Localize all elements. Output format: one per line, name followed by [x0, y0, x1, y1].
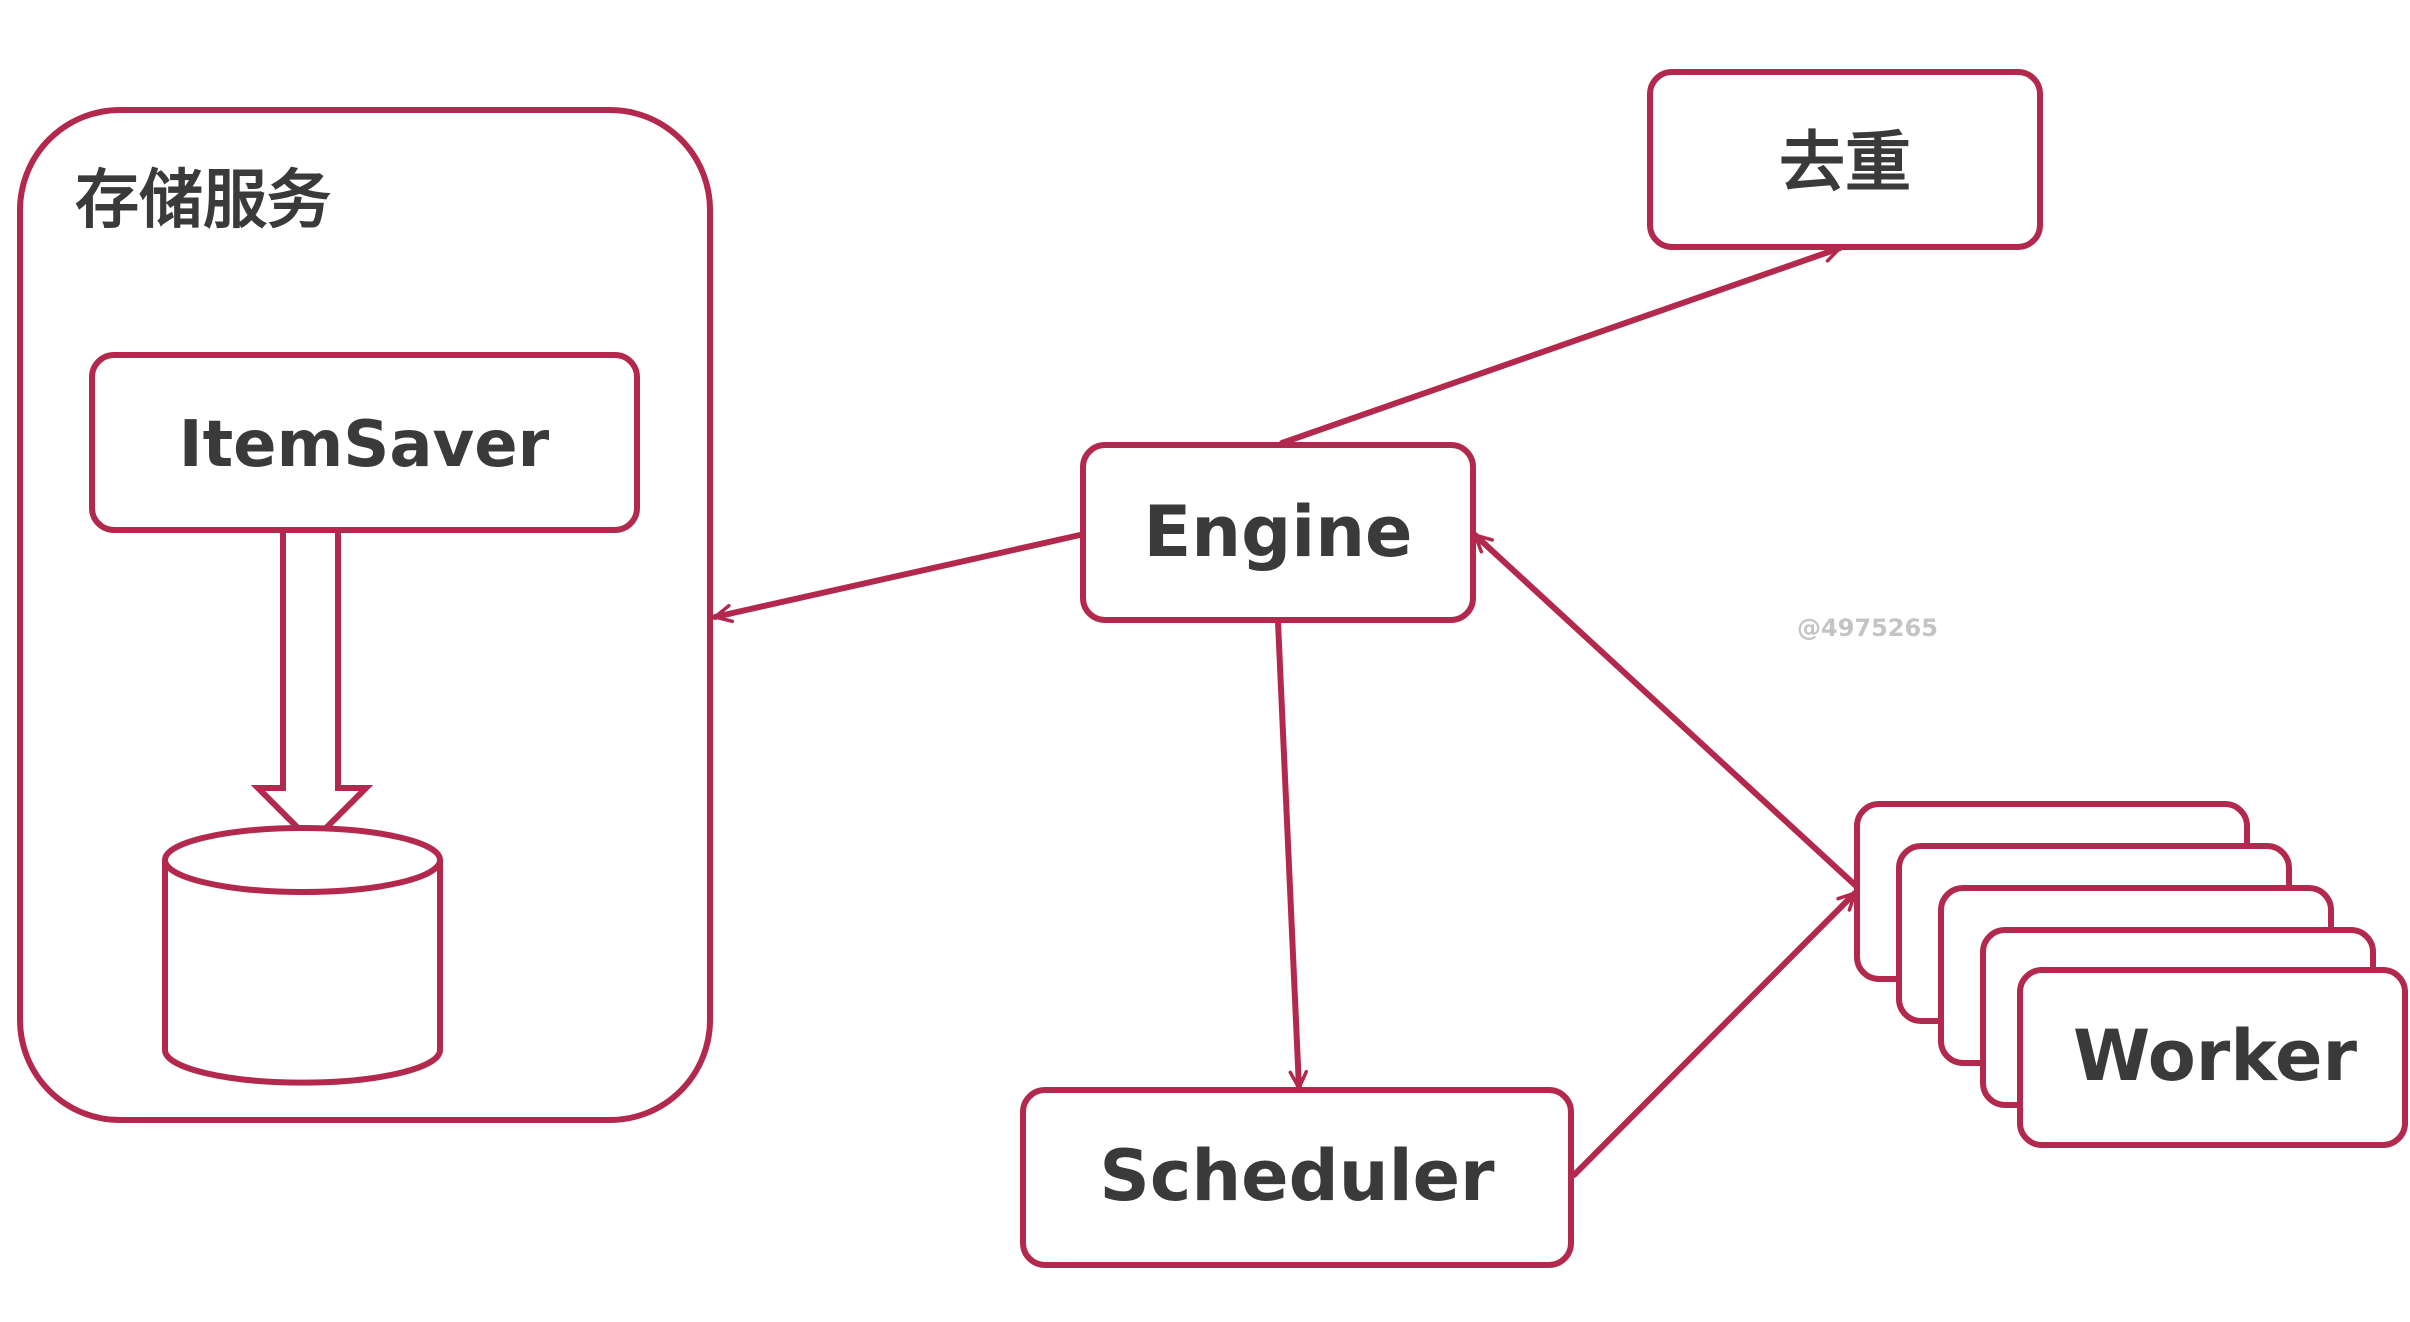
- scheduler-node: Scheduler: [1020, 1087, 1574, 1268]
- engine-label: Engine: [1143, 491, 1412, 573]
- storage-service-title: 存储服务: [75, 164, 331, 238]
- worker-stack: Worker: [1854, 801, 2408, 1148]
- itemsaver-to-database-arrow: [250, 527, 374, 847]
- engine-to-scheduler-arrow: [1275, 619, 1309, 1091]
- database-icon: [162, 825, 443, 1086]
- worker-label: Worker: [2073, 1015, 2357, 1097]
- engine-to-storage-arrow: [712, 532, 1083, 624]
- worker-box-front: [2017, 967, 2408, 1148]
- engine-node: Engine: [1080, 442, 1476, 623]
- dedup-label: 去重: [1779, 124, 1911, 201]
- watermark-text: @4975265: [1797, 614, 1938, 642]
- scheduler-to-worker-arrow: [1571, 890, 1858, 1178]
- connectors: [712, 243, 1858, 1178]
- dedup-node: 去重: [1647, 69, 2043, 250]
- worker-to-engine-arrow: [1472, 532, 1858, 888]
- storage-service-group: 存储服务 ItemSaver: [17, 107, 713, 1123]
- engine-to-dedup-arrow: [1279, 243, 1843, 446]
- scheduler-label: Scheduler: [1099, 1135, 1495, 1217]
- itemsaver-box: [89, 352, 640, 533]
- itemsaver-label: ItemSaver: [179, 408, 550, 482]
